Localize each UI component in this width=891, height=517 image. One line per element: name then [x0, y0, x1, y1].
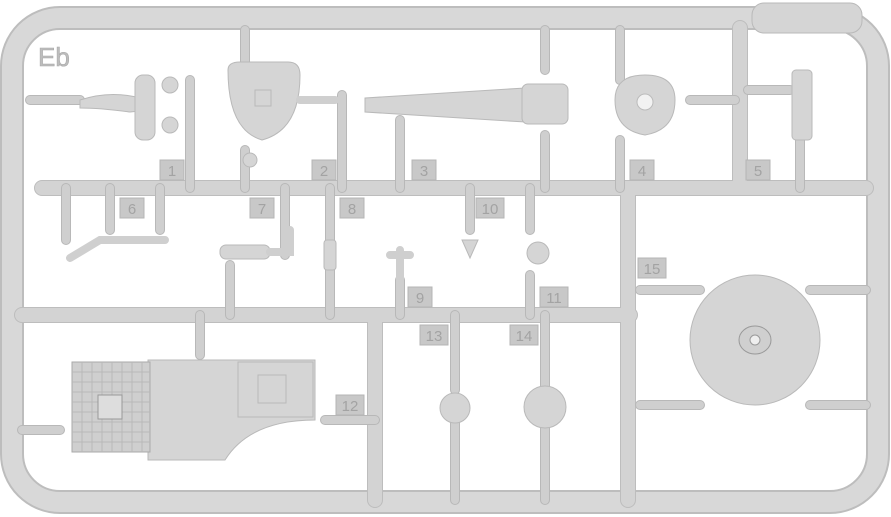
part-12-panel — [71, 359, 316, 461]
part-number-5: 5 — [754, 163, 762, 180]
part-number-6: 6 — [128, 201, 136, 218]
part-number-12: 12 — [342, 398, 359, 415]
part-4-dome — [614, 74, 676, 136]
part-number-9: 9 — [416, 290, 424, 307]
part-number-labels: 1 2 3 4 5 6 7 8 9 10 11 12 13 14 15 — [119, 159, 771, 416]
part-number-2: 2 — [320, 163, 328, 180]
parts — [66, 61, 821, 461]
part-13-ball — [439, 392, 471, 424]
runners — [14, 20, 874, 508]
part-number-10: 10 — [482, 201, 499, 218]
part-15-tank — [689, 274, 821, 406]
part-number-15: 15 — [644, 261, 661, 278]
part-8-clip — [323, 239, 337, 271]
part-3-barrel — [364, 83, 569, 125]
part-number-11: 11 — [546, 290, 562, 307]
part-5-cylinder — [791, 69, 813, 141]
part-1-seat — [79, 74, 179, 141]
part-number-8: 8 — [348, 201, 356, 218]
part-number-4: 4 — [638, 163, 646, 180]
part-number-13: 13 — [426, 328, 443, 345]
part-number-14: 14 — [516, 328, 533, 345]
part-11-knob — [526, 241, 550, 265]
part-number-3: 3 — [420, 163, 428, 180]
part-number-1: 1 — [168, 163, 176, 180]
part-10-pin — [461, 239, 479, 260]
sprue-code: Eb — [38, 42, 70, 72]
part-number-7: 7 — [258, 201, 266, 218]
part-2-seat-pan — [227, 61, 339, 168]
part-6-link — [66, 236, 169, 262]
part-7-spring — [219, 226, 294, 260]
part-14-ball — [523, 385, 567, 429]
part-9-valve — [386, 246, 414, 284]
sprue-tab — [751, 2, 863, 34]
